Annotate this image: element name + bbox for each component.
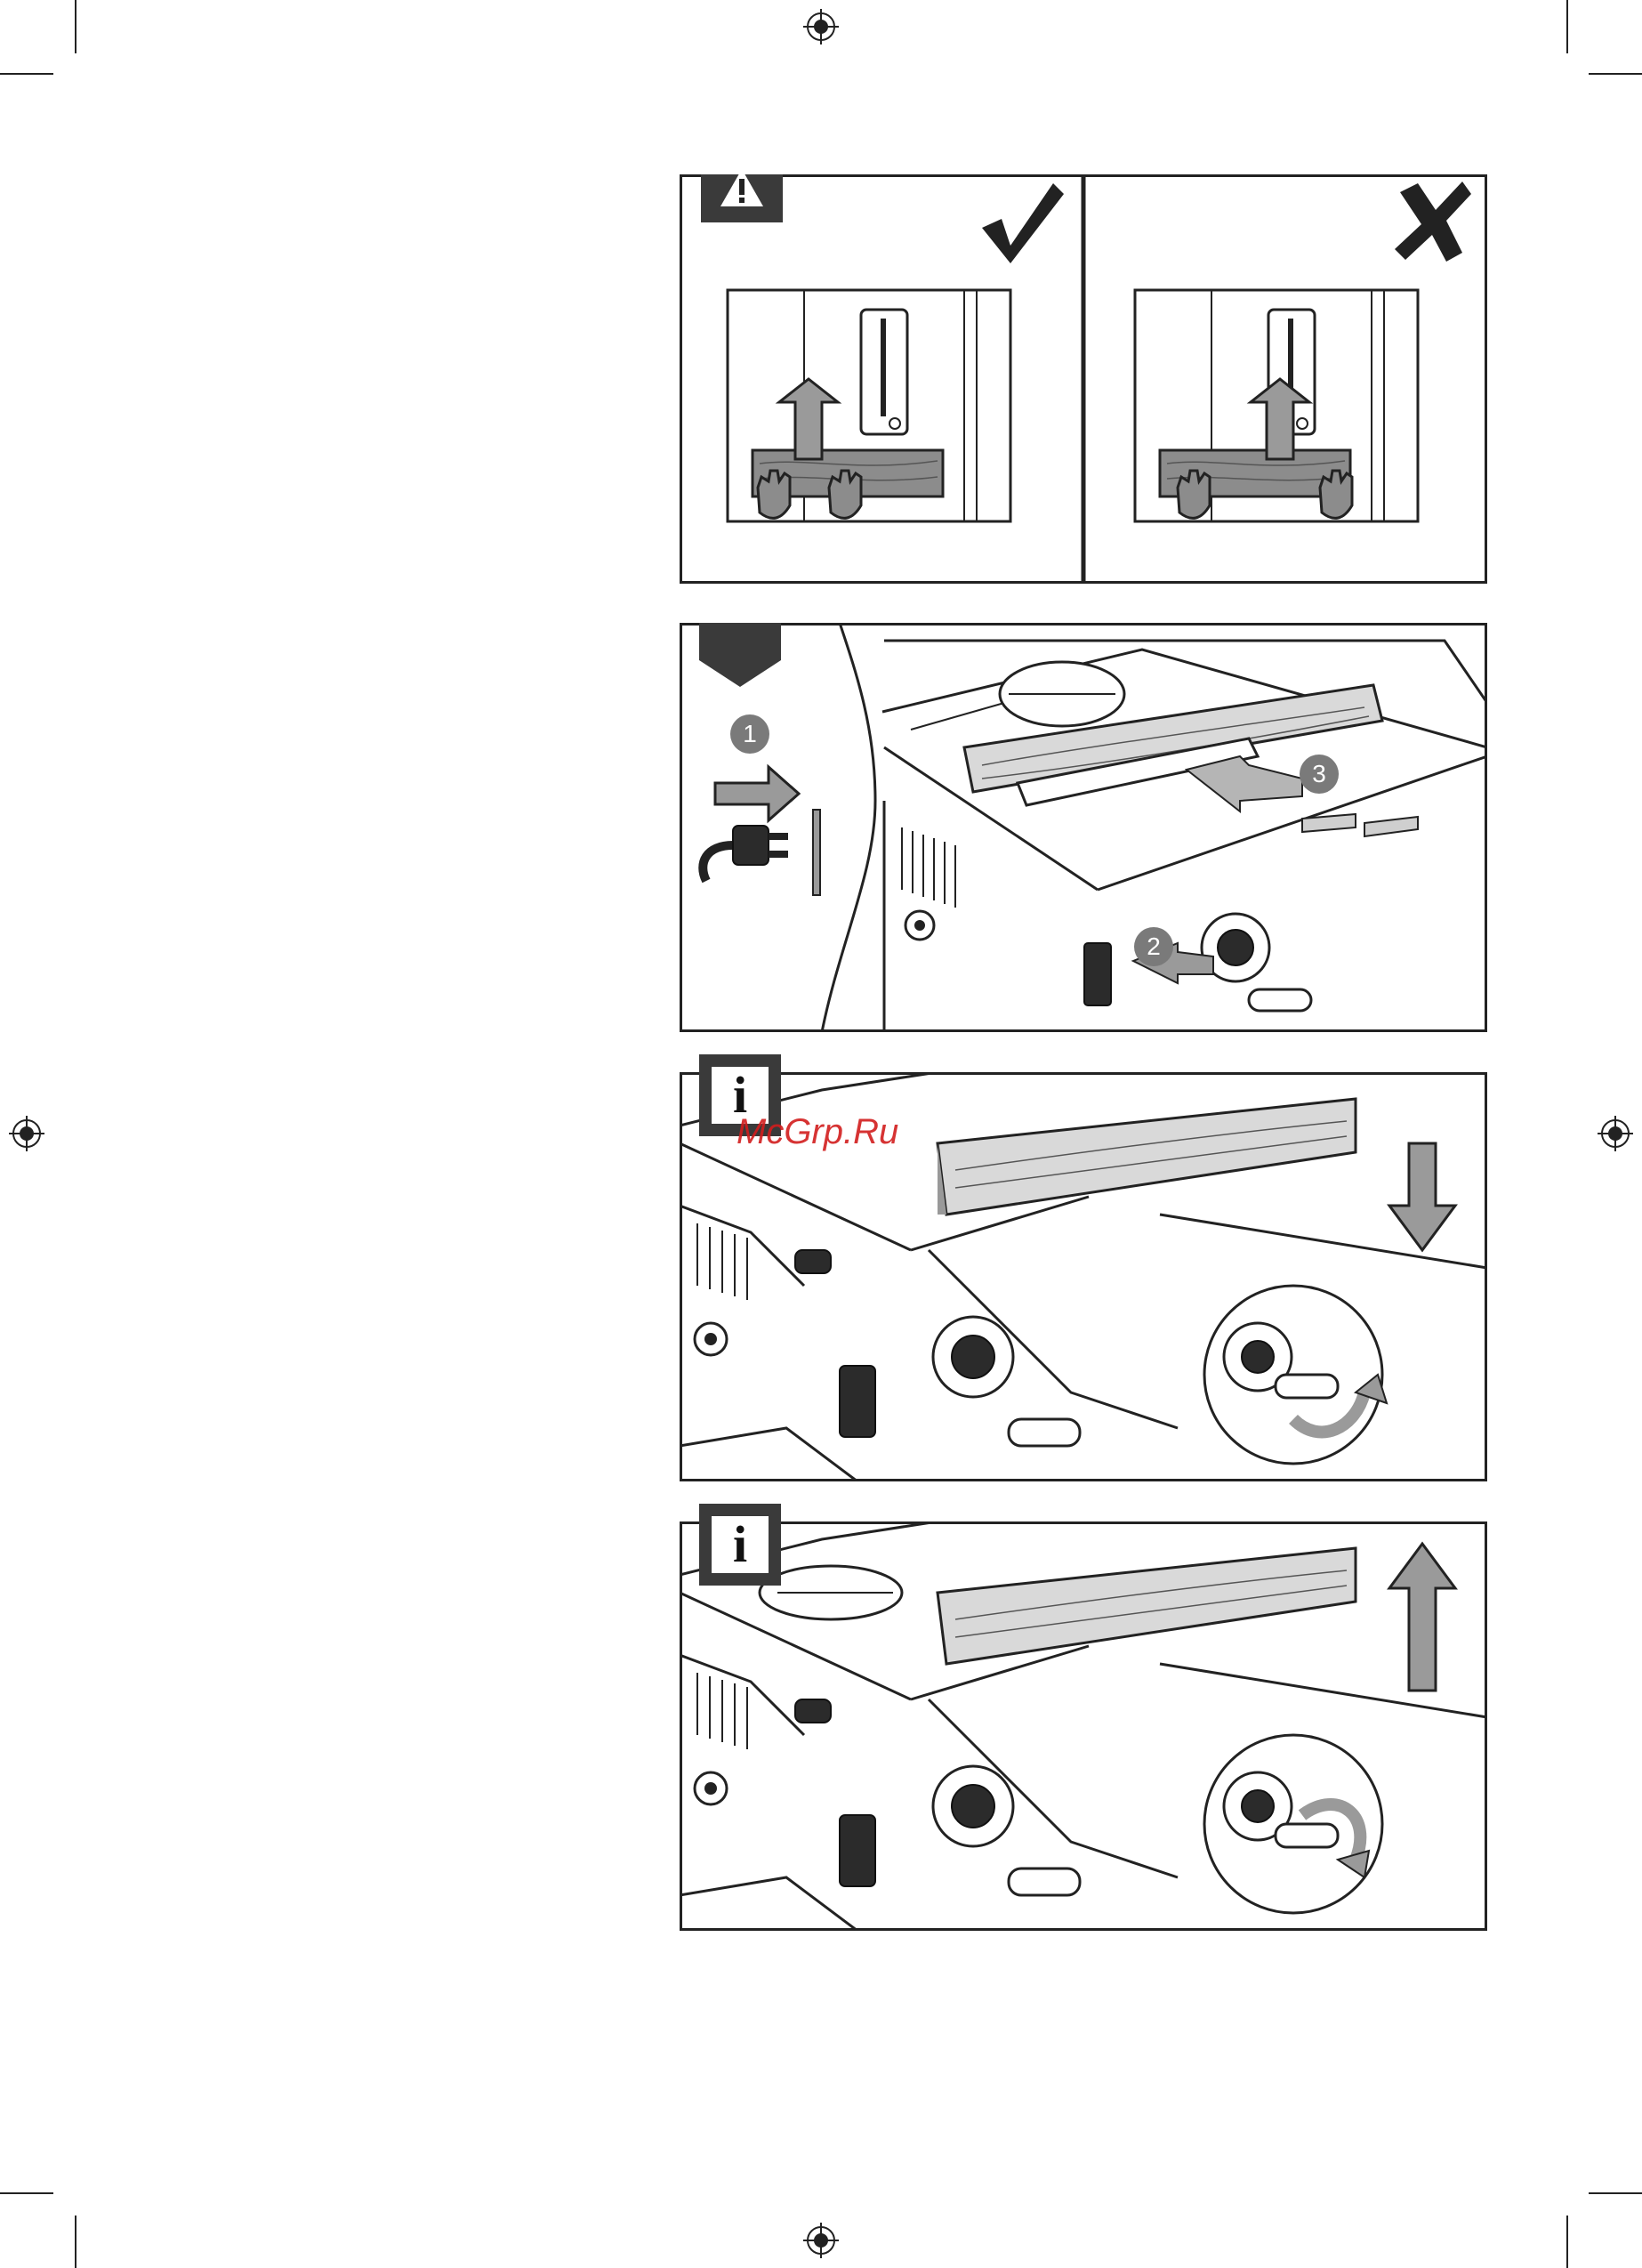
step-number-3: 3 [1300,755,1339,794]
warning-icon [701,174,783,222]
step-number-1: 1 [730,714,769,754]
panel-hand-position [680,174,1487,584]
step-number-2: 2 [1134,927,1173,966]
incorrect-scene [1135,290,1418,521]
info-icon: i [699,1504,781,1586]
info-letter: i [712,1516,769,1573]
crank-detail [1204,1735,1382,1913]
registration-mark-left [9,1116,44,1151]
panel-raise-blade [680,1521,1487,1931]
registration-mark-top [803,9,839,44]
correct-scene [728,290,1010,521]
watermark: McGrp.Ru [736,1112,898,1152]
registration-mark-bottom [803,2223,839,2258]
registration-mark-right [1598,1116,1633,1151]
panel-setup-steps [680,623,1487,1032]
